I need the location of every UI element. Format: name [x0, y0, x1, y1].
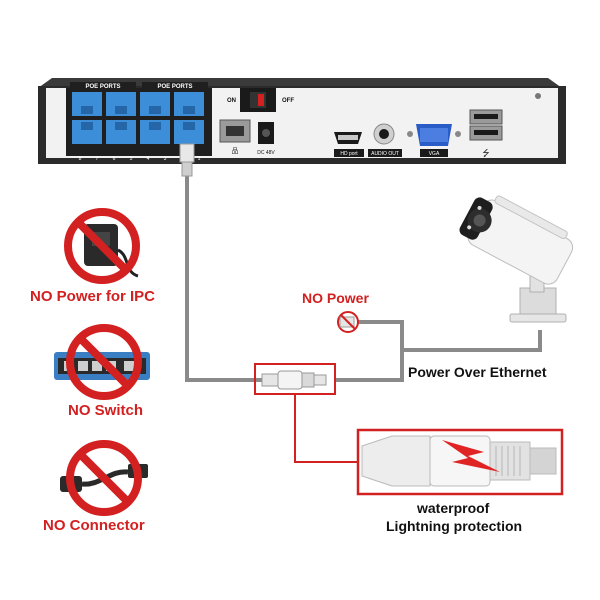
nvr-rj45-plug [179, 143, 195, 177]
poe-port-number: 5 [130, 156, 133, 162]
poe-label-left: POE PORTS [85, 84, 120, 90]
hdmi-label: HD port [340, 151, 358, 157]
no-power-adapter [64, 208, 140, 284]
poe-port-number: 8 [79, 156, 82, 162]
lan-icon: 品 [232, 147, 239, 155]
usb-ports: ⭍ [469, 109, 503, 159]
audio-label: AUDIO OUT [371, 151, 399, 157]
poe-port-latch [115, 122, 127, 130]
grounding-screw-icon [535, 93, 541, 99]
poe-label-right: POE PORTS [157, 84, 192, 90]
power-switch: ON OFF [227, 88, 294, 112]
waterproof-label: waterproof [417, 500, 490, 516]
no-cable-connector [60, 440, 148, 516]
switch-on-label: ON [227, 98, 236, 104]
poe-port-latch [183, 106, 195, 114]
no-network-switch [54, 324, 150, 400]
poe-port-latch [149, 106, 161, 114]
no-power-plug [337, 311, 359, 333]
power-lead [352, 320, 404, 350]
cables [185, 175, 542, 382]
poe-port-number: 7 [96, 156, 99, 162]
switch-off-label: OFF [282, 98, 294, 104]
waterproof-connector-zoom [356, 428, 564, 496]
dc-label: DC 48V [257, 150, 275, 156]
poe-port-number: 6 [113, 156, 116, 162]
hdmi-port: HD port [334, 132, 364, 157]
poe-port-number: 3 [164, 156, 167, 162]
poe-port-latch [81, 122, 93, 130]
poe-port-latch [115, 106, 127, 114]
poe-port-latch [81, 106, 93, 114]
nvr-cable [185, 175, 265, 382]
poe-port-latch [183, 122, 195, 130]
poe-port-block: POE PORTS POE PORTS 87654321 [66, 82, 212, 162]
no-switch-label: NO Switch [68, 402, 144, 419]
no-connector-label: NO Connector [43, 517, 145, 534]
lan-port: 品 [219, 119, 251, 155]
ip-camera [459, 195, 574, 323]
vga-port: VGA [407, 124, 461, 157]
nvr-device: POE PORTS POE PORTS 87654321 品 ON OFF DC… [38, 78, 566, 164]
poe-label: Power Over Ethernet [408, 364, 547, 380]
lightning-icon [442, 440, 500, 472]
poe-port-number: 1 [198, 156, 201, 162]
poe-port-number: 4 [147, 156, 150, 162]
no-power-ipc-label: NO Power for IPC [30, 288, 156, 305]
zoom-leader [294, 394, 360, 463]
inline-coupler [254, 363, 336, 395]
lightning-protection-label: Lightning protection [386, 518, 523, 534]
vga-label: VGA [429, 151, 440, 157]
audio-port: AUDIO OUT [368, 123, 402, 157]
usb-icon: ⭍ [482, 148, 490, 159]
dc-input: DC 48V [257, 122, 275, 156]
poe-port-latch [149, 122, 161, 130]
no-power-label: NO Power [302, 290, 369, 306]
